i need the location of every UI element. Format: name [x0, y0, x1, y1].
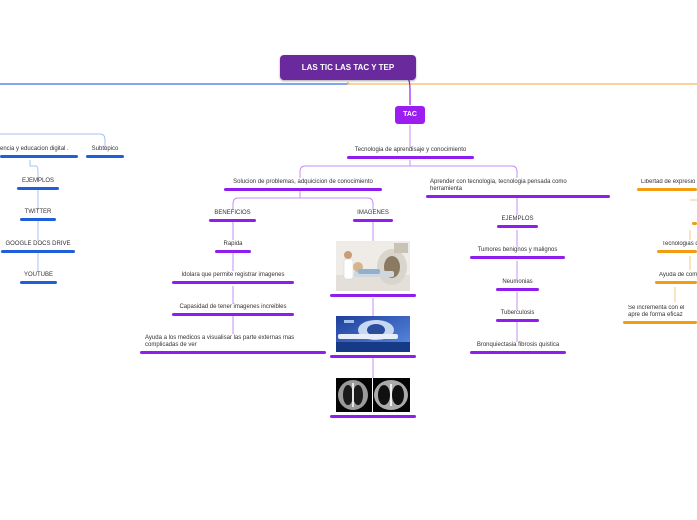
- tac-imagenes[interactable]: IMAGENES: [353, 210, 393, 222]
- tep-hidden-spacer: [692, 213, 697, 220]
- tep-libertad-underline: [637, 188, 697, 191]
- ejemplo-item-bronquiectasia[interactable]: Bronquiectasia fibrosis quistica: [470, 342, 566, 354]
- tic-subtopic[interactable]: Subtopico: [86, 146, 124, 158]
- tep-tecnologias-topic[interactable]: Tecnologias d: [657, 241, 697, 253]
- beneficio-item-label: Rapida: [223, 241, 243, 247]
- image-node-underline: [330, 294, 416, 297]
- ejemplo-item-label: Tuberculosis: [500, 310, 535, 316]
- ejemplo-item-underline: [496, 288, 539, 291]
- beneficio-item-underline: [172, 313, 294, 316]
- beneficio-item-underline: [172, 281, 294, 284]
- ct-scanner-machine-graphic: [336, 316, 410, 352]
- tac-solucion-label: Solucion de problemas, adquicicion de co…: [233, 179, 373, 185]
- tic-item-twitter[interactable]: TWITTER: [20, 209, 56, 221]
- beneficio-item-underline: [140, 351, 326, 354]
- ejemplo-item-label: Neumonias: [502, 279, 533, 285]
- tac-imagenes-underline: [353, 219, 393, 222]
- ct-scanner-patient-photo: [336, 241, 410, 291]
- tic-item-label: TWITTER: [24, 209, 52, 215]
- ejemplo-item-underline: [496, 319, 539, 322]
- beneficio-item-ayuda[interactable]: Ayuda a los medicos a visualisar las par…: [140, 335, 326, 354]
- tic-ejemplos[interactable]: EJEMPLOS: [17, 178, 59, 190]
- ejemplo-item-neumonias[interactable]: Neumonias: [496, 279, 539, 291]
- tep-ayuda-label: Ayuda de com: [659, 272, 697, 278]
- tac-ejemplos-underline: [497, 225, 538, 228]
- tic-truncated-topic-underline: [0, 155, 78, 158]
- tic-subtopic-underline: [86, 155, 124, 158]
- central-topic[interactable]: LAS TIC LAS TAC Y TEP: [280, 55, 416, 80]
- tic-truncated-topic[interactable]: encia y educacion digital .: [0, 146, 78, 158]
- ct-scanner-machine-photo: [336, 316, 410, 352]
- ct-scanner-patient-graphic: [336, 241, 410, 291]
- tep-hidden-node[interactable]: [692, 213, 697, 225]
- tic-item-underline: [20, 281, 57, 284]
- tac-beneficios-underline: [209, 219, 256, 222]
- tic-item-label: GOOGLE DOCS DRIVE: [5, 241, 71, 247]
- beneficio-item-label: Capasidad de tener imagenes increibles: [179, 304, 287, 310]
- tac-topic[interactable]: TAC: [395, 106, 425, 124]
- ejemplo-item-underline: [470, 351, 566, 354]
- tic-ejemplos-label: EJEMPLOS: [21, 178, 54, 184]
- tac-main-underline: [347, 156, 474, 159]
- image-node-chest-ct[interactable]: [330, 378, 416, 418]
- tac-main-topic[interactable]: Tecnologia de aprendisaje y conocimiento: [347, 147, 474, 159]
- image-node-underline: [330, 355, 416, 358]
- tic-item-google-docs[interactable]: GOOGLE DOCS DRIVE: [1, 241, 75, 253]
- tic-item-underline: [20, 218, 56, 221]
- ejemplo-item-tuberculosis[interactable]: Tuberculosis: [496, 310, 539, 322]
- tac-solucion-topic[interactable]: Solucion de problemas, adquicicion de co…: [224, 179, 382, 191]
- tac-beneficios-label: BENEFICIOS: [214, 210, 251, 216]
- tac-aprender-topic[interactable]: Aprender con tecnologia, tecnologia pens…: [426, 179, 610, 198]
- tic-truncated-topic-label: encia y educacion digital .: [0, 146, 69, 152]
- tep-hidden-underline: [692, 222, 697, 225]
- tep-ayuda-underline: [655, 281, 697, 284]
- beneficio-item-underline: [215, 250, 251, 253]
- image-node-scanner-patient[interactable]: [330, 241, 416, 297]
- tac-imagenes-label: IMAGENES: [357, 210, 389, 216]
- tac-beneficios[interactable]: BENEFICIOS: [209, 210, 256, 222]
- beneficio-item-capasidad[interactable]: Capasidad de tener imagenes increibles: [172, 304, 294, 316]
- tac-aprender-label: Aprender con tecnologia, tecnologia pens…: [430, 179, 567, 192]
- ejemplo-item-label: Tumores benignos y malignos: [477, 247, 558, 253]
- tep-incrementa-underline: [623, 321, 697, 324]
- chest-ct-scan-graphic: [336, 378, 410, 412]
- tac-ejemplos-label: EJEMPLOS: [501, 216, 534, 222]
- image-node-scanner-machine[interactable]: [330, 316, 416, 358]
- chest-ct-scan-photo: [336, 378, 410, 412]
- beneficio-item-label: Idolara que permite registrar imagenes: [181, 272, 285, 278]
- beneficio-item-rapida[interactable]: Rapida: [215, 241, 251, 253]
- tep-ayuda-topic[interactable]: Ayuda de com: [655, 272, 697, 284]
- tep-incrementa-topic[interactable]: Se incrementa con el apre de forma efica…: [623, 305, 697, 324]
- beneficio-item-label: Ayuda a los medicos a visualisar las par…: [145, 335, 295, 348]
- tep-libertad-topic[interactable]: Libertad de expresio: [637, 179, 697, 191]
- ejemplo-item-tumores[interactable]: Tumores benignos y malignos: [470, 247, 565, 259]
- tep-tecnologias-label: Tecnologias d: [662, 241, 697, 247]
- tic-item-underline: [1, 250, 75, 253]
- tic-subtopic-label: Subtopico: [91, 146, 119, 152]
- tac-ejemplos[interactable]: EJEMPLOS: [497, 216, 538, 228]
- tac-solucion-underline: [224, 188, 382, 191]
- ejemplo-item-label: Bronquiectasia fibrosis quistica: [476, 342, 560, 348]
- tic-item-label: YOUTUBE: [23, 272, 53, 278]
- beneficio-item-registrar[interactable]: Idolara que permite registrar imagenes: [172, 272, 294, 284]
- tac-main-label: Tecnologia de aprendisaje y conocimiento: [354, 147, 467, 153]
- tep-tecnologias-underline: [657, 250, 697, 253]
- image-node-underline: [330, 415, 416, 418]
- ejemplo-item-underline: [470, 256, 565, 259]
- tic-item-youtube[interactable]: YOUTUBE: [20, 272, 57, 284]
- tep-incrementa-label: Se incrementa con el apre de forma efica…: [628, 305, 685, 318]
- tac-aprender-underline: [426, 195, 610, 198]
- tep-libertad-label: Libertad de expresio: [641, 179, 696, 185]
- tic-ejemplos-underline: [17, 187, 59, 190]
